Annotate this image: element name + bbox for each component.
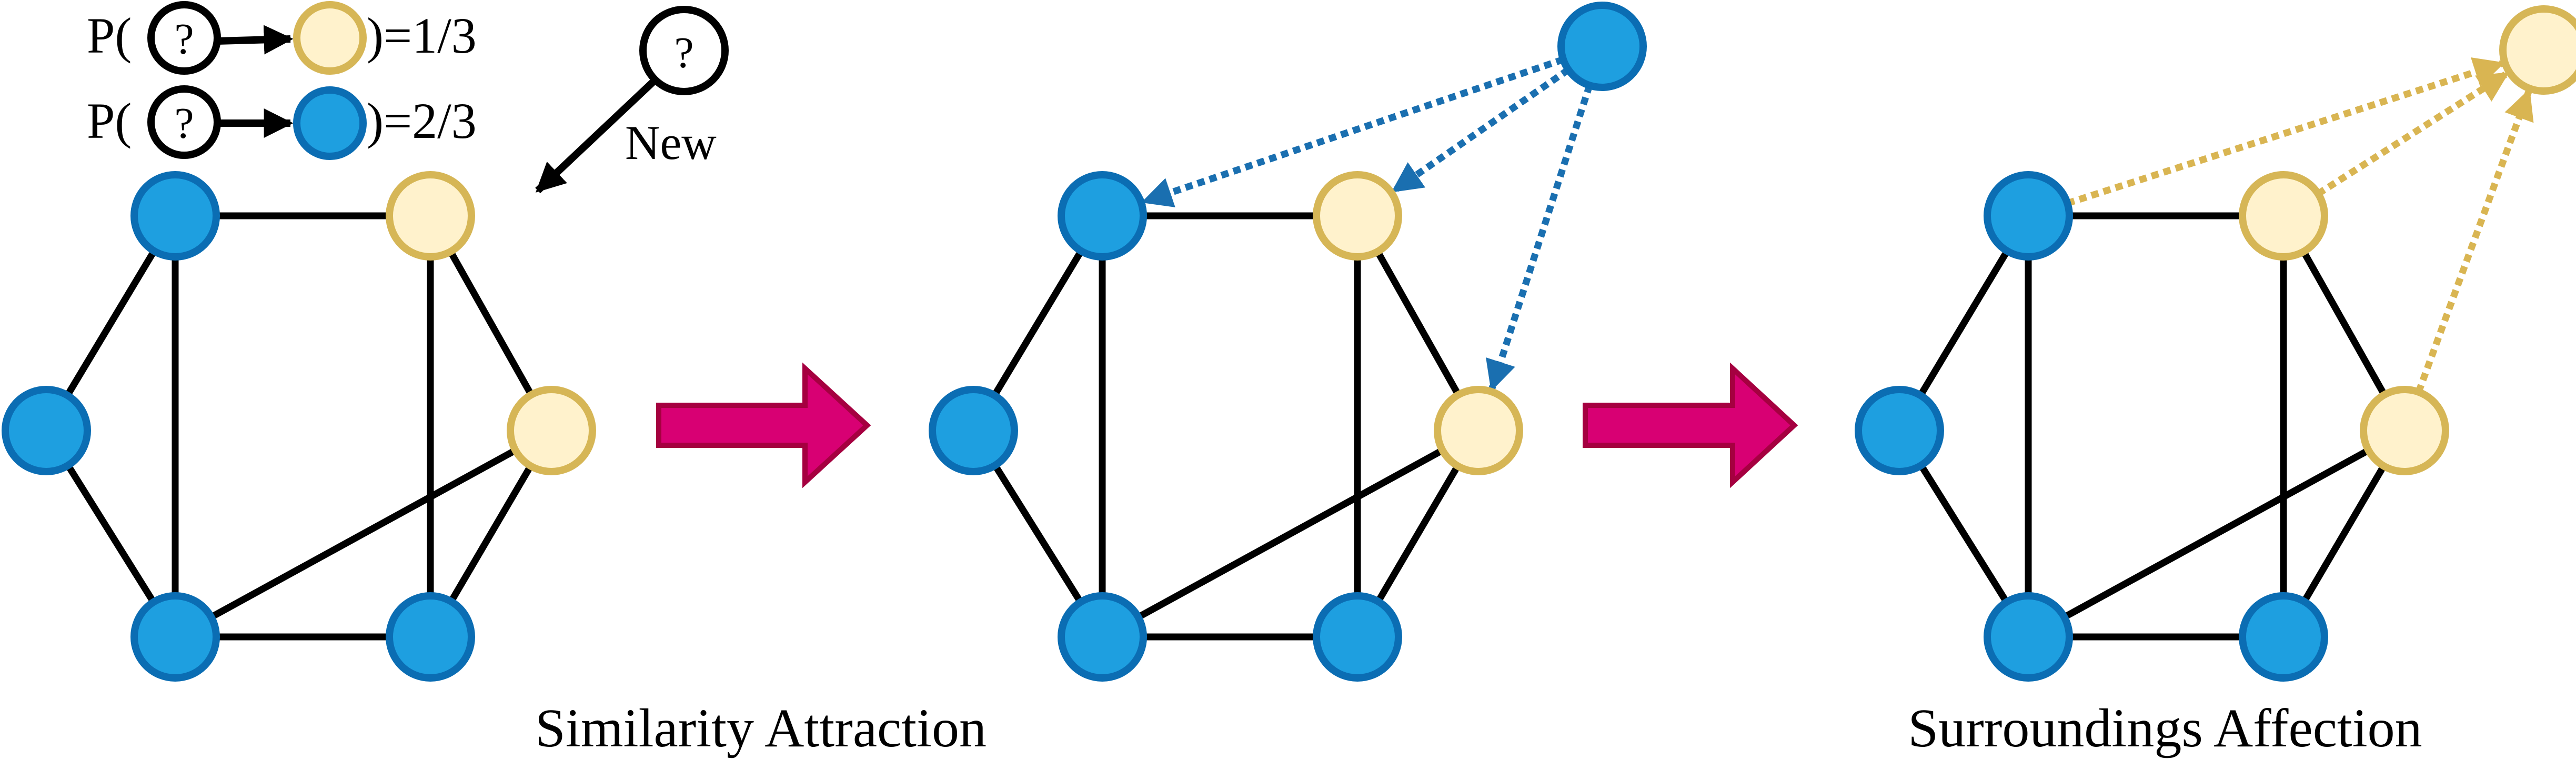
surroundings-links — [2066, 57, 2534, 394]
legend-arrow — [217, 25, 294, 55]
dotted-link-from-right — [2415, 88, 2534, 394]
node-right — [1434, 386, 1523, 475]
legend-prefix: P( — [87, 93, 132, 149]
dotted-link-from-top-left — [2066, 57, 2505, 207]
new-node-group: ? New — [535, 6, 729, 194]
dotted-link-from-top-right — [2316, 71, 2510, 197]
legend-row-blue: P( ? )=2/3 — [87, 85, 477, 160]
legend-prefix: P( — [87, 7, 132, 64]
similarity-links — [1141, 56, 1593, 392]
new-node-label: New — [625, 116, 717, 169]
legend-unknown-symbol: ? — [174, 99, 194, 148]
node-left — [1855, 386, 1944, 475]
graph-edge — [173, 427, 554, 640]
dotted-link-to-top-left — [1141, 56, 1565, 207]
node-top-left — [130, 171, 220, 261]
node-bottom-left — [1058, 592, 1147, 682]
graph-panel-1 — [2, 171, 596, 682]
node-top-right — [1313, 171, 1402, 261]
new-blue-node — [1557, 2, 1647, 91]
node-right — [507, 386, 596, 475]
legend-blue-node — [293, 86, 367, 160]
legend-probability: )=2/3 — [367, 93, 477, 149]
node-bottom-left — [1984, 592, 2073, 682]
graph-panel-2 — [929, 2, 1647, 682]
legend-probability: )=1/3 — [367, 7, 477, 64]
new-unknown-node — [639, 6, 729, 95]
transition-arrow-2 — [1583, 362, 1798, 488]
node-left — [929, 386, 1018, 475]
node-left — [2, 386, 91, 475]
caption-similarity-attraction: Similarity Attraction — [535, 698, 987, 758]
legend-row-yellow: P( ? )=1/3 — [87, 1, 477, 75]
graph-edge — [2026, 427, 2407, 640]
legend-unknown-symbol: ? — [174, 15, 194, 64]
graph-edge — [1100, 427, 1481, 640]
node-bottom-right — [386, 592, 475, 682]
legend-yellow-node — [293, 1, 367, 75]
graph-panel-3 — [1855, 5, 2576, 682]
new-yellow-node — [2499, 5, 2576, 95]
legend: P( ? )=1/3 P( ? )=2/3 — [87, 1, 477, 160]
node-bottom-left — [130, 592, 220, 682]
transition-arrow-1 — [656, 362, 871, 488]
caption-surroundings-affection: Surroundings Affection — [1908, 698, 2422, 758]
new-node-symbol: ? — [674, 28, 693, 77]
dotted-link-to-top-right — [1391, 67, 1571, 194]
dotted-link-to-right — [1486, 84, 1593, 392]
node-bottom-right — [2239, 592, 2328, 682]
node-right — [2360, 386, 2449, 475]
node-top-right — [2239, 171, 2328, 261]
new-node-arrow — [535, 77, 657, 194]
node-top-left — [1058, 171, 1147, 261]
node-bottom-right — [1313, 592, 1402, 682]
node-top-right — [386, 171, 475, 261]
node-top-left — [1984, 171, 2073, 261]
